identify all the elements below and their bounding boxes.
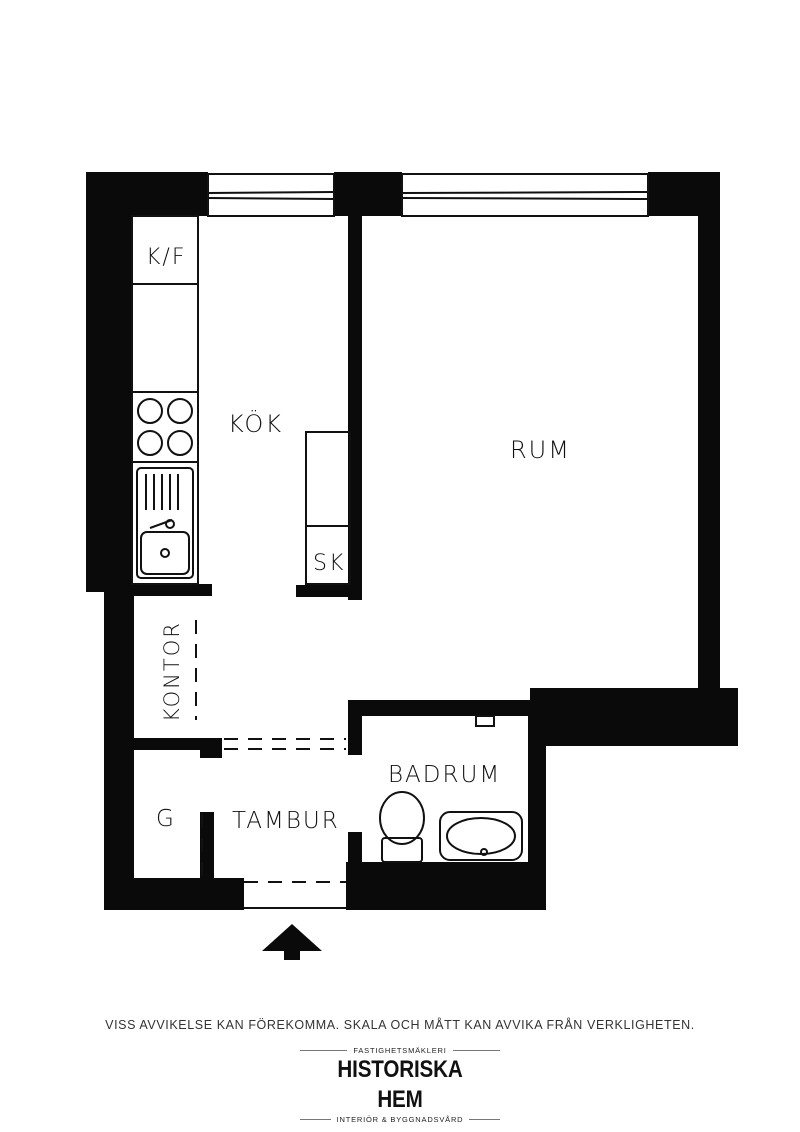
entrance-arrow-icon — [262, 924, 322, 960]
logo-top-tag: FASTIGHETSMÄKLERI — [353, 1046, 447, 1055]
label-kok: KÖK — [228, 408, 283, 438]
exterior-walls — [86, 172, 738, 910]
window-openings — [207, 173, 649, 217]
label-rum: RUM — [510, 436, 571, 464]
kitchen-fixtures — [131, 215, 351, 585]
label-tambur: TAMBUR — [232, 808, 340, 834]
logo-rule — [300, 1050, 348, 1051]
logo-rule — [469, 1119, 501, 1120]
label-badrum: BADRUM — [388, 762, 501, 788]
bathroom-fixtures — [379, 715, 523, 863]
interior-walls — [132, 215, 548, 910]
door-openings — [195, 620, 346, 909]
logo-rule — [452, 1050, 501, 1051]
logo-rule — [300, 1119, 331, 1120]
disclaimer-text: VISS AVVIKELSE KAN FÖREKOMMA. SKALA OCH … — [105, 1018, 695, 1032]
room-labels: K/F KÖK RUM SK KONTOR BADRUM G TAMBUR — [146, 245, 571, 834]
logo-bottom-tag: INTERIÖR & BYGGNADSVÅRD — [336, 1115, 464, 1124]
brand-logo: FASTIGHETSMÄKLERI HISTORISKA HEM INTERIÖ… — [300, 1046, 501, 1124]
label-kf: K/F — [146, 245, 187, 270]
label-sk: SK — [313, 551, 345, 576]
logo-brand-name: HISTORISKA HEM — [337, 1056, 463, 1113]
floor-plan: K/F KÖK RUM SK KONTOR BADRUM G TAMBUR — [86, 172, 738, 960]
label-kontor: KONTOR — [160, 621, 184, 722]
label-g: G — [156, 806, 176, 832]
